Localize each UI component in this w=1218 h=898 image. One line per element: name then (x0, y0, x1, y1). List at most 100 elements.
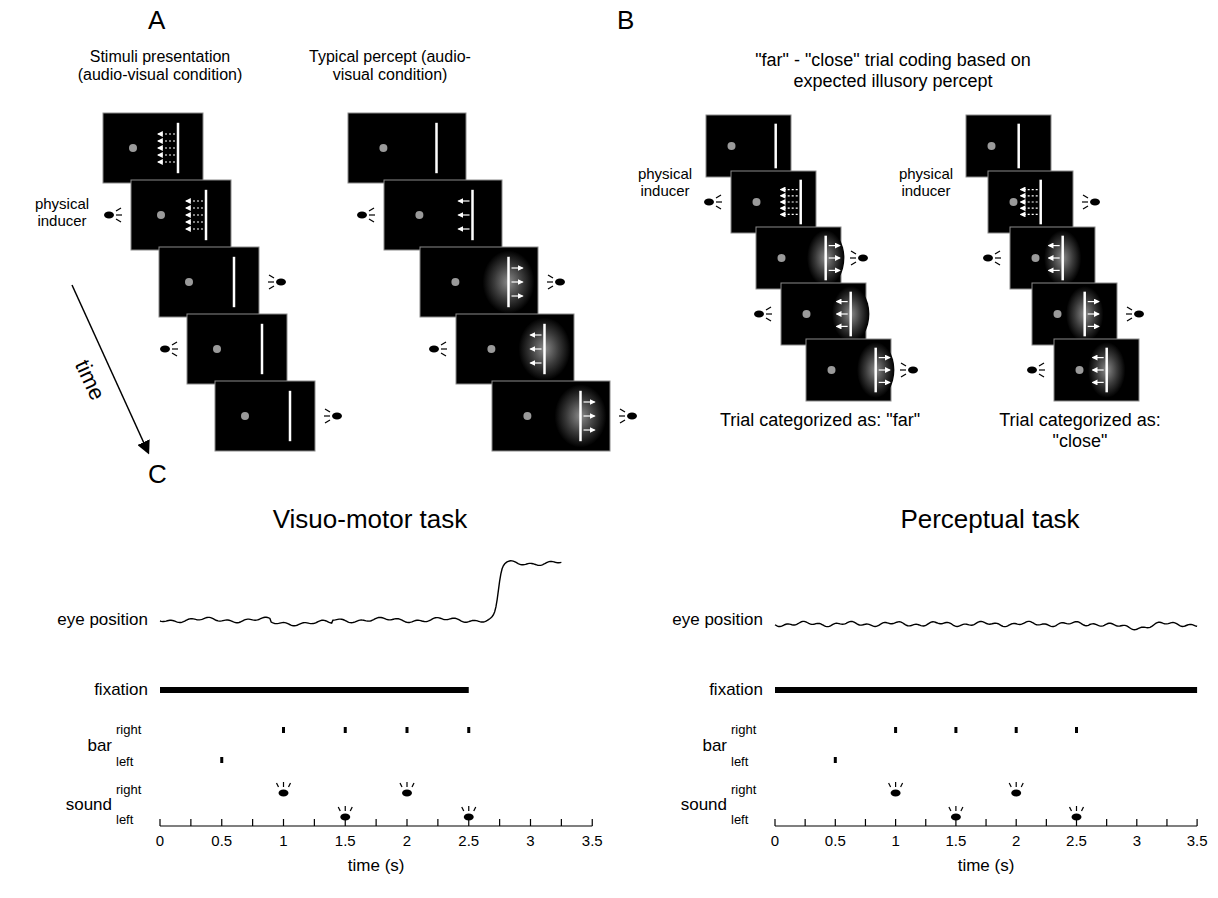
speaker-icon (754, 307, 772, 321)
bar-event (220, 757, 223, 763)
tick-label: 3.5 (1187, 832, 1208, 849)
axis-tick (1166, 819, 1167, 826)
row-label: sound (681, 795, 727, 815)
inducer-note: physical inducer (628, 165, 703, 200)
speaker-icon (1070, 806, 1084, 821)
panel-b-art (704, 115, 1144, 401)
speaker-icon (160, 342, 178, 356)
tick-label: 2 (1012, 832, 1020, 849)
axis-tick (865, 819, 866, 826)
axis-tick (252, 819, 253, 826)
display-screen (1054, 339, 1139, 401)
axis-tick (437, 819, 438, 826)
axis-tick (561, 819, 562, 826)
display-screen (966, 115, 1051, 177)
category-note: Trial categorized as: "close" (975, 410, 1185, 451)
channel-label: left (731, 813, 748, 828)
axis-tick (955, 819, 956, 826)
display-screen (348, 113, 466, 183)
speaker-icon (277, 782, 291, 797)
speaker-icon (704, 195, 722, 209)
axis-tick (805, 819, 806, 826)
display-screen (988, 171, 1073, 233)
bar-event (282, 727, 285, 733)
panel-letter: A (148, 6, 165, 36)
axis-tick (1046, 819, 1047, 826)
axis-tick (1016, 819, 1017, 826)
display-screen (215, 381, 315, 451)
row-label: eye position (57, 610, 148, 630)
column-title: Typical percept (audio-visual condition) (305, 48, 475, 85)
channel-label: right (116, 723, 141, 738)
display-screen (159, 247, 259, 317)
tick-label: 0 (771, 832, 779, 849)
display-screen (103, 113, 203, 183)
axis-tick (499, 819, 500, 826)
axis-tick (406, 819, 407, 826)
axis-tick (835, 819, 836, 826)
speaker-icon (547, 275, 565, 289)
category-note: Trial categorized as: "far" (715, 410, 925, 431)
speaker-icon (338, 806, 352, 821)
display-screen (420, 247, 538, 317)
channel-label: right (731, 783, 756, 798)
bar-event (467, 727, 470, 733)
tick-label: 0.5 (825, 832, 846, 849)
display-screen (781, 283, 869, 345)
inducer-note: physical inducer (22, 195, 102, 230)
fixation-bar (160, 687, 469, 693)
speaker-icon (1009, 782, 1023, 797)
tick-label: 3 (526, 832, 534, 849)
bar-event (894, 727, 897, 733)
speaker-icon (357, 208, 375, 222)
axis-tick (985, 819, 986, 826)
timeline-plot (775, 621, 1197, 826)
timeline-plot (160, 561, 592, 826)
bar-event (344, 727, 347, 733)
speaker-icon (400, 782, 414, 797)
speaker-icon (850, 251, 868, 265)
display-screen (131, 180, 231, 250)
speaker-icon (1126, 307, 1144, 321)
speaker-icon (1082, 195, 1100, 209)
tick-label: 1.5 (945, 832, 966, 849)
axis-tick (376, 819, 377, 826)
axis-tick (345, 819, 346, 826)
axis-tick (190, 819, 191, 826)
bar-event (406, 727, 409, 733)
bar-event (1015, 727, 1018, 733)
axis-tick (1196, 819, 1197, 826)
axis-tick (159, 819, 160, 826)
eye-trace (160, 561, 561, 626)
speaker-icon (889, 782, 903, 797)
bar-event (1075, 727, 1078, 733)
tick-label: 1 (279, 832, 287, 849)
axis-tick (314, 819, 315, 826)
panel-a-art (72, 113, 637, 452)
tick-label: 2.5 (458, 832, 479, 849)
display-screen (806, 339, 894, 401)
speaker-icon (462, 806, 476, 821)
speaker-icon (104, 208, 122, 222)
bar-event (834, 757, 837, 763)
speaker-icon (983, 251, 1001, 265)
time-label: time (70, 356, 110, 404)
speaker-icon (900, 363, 918, 377)
speaker-icon (619, 409, 637, 423)
channel-label: left (731, 755, 748, 770)
fixation-bar (775, 687, 1197, 693)
display-screen (1032, 283, 1117, 345)
axis-tick (530, 819, 531, 826)
bar-event (954, 727, 957, 733)
channel-label: left (116, 813, 133, 828)
speaker-icon (429, 342, 447, 356)
panel-letter: C (148, 460, 167, 490)
axis-tick (895, 819, 896, 826)
axis-tick (592, 819, 593, 826)
tick-label: 3.5 (582, 832, 603, 849)
inducer-note: physical inducer (889, 165, 964, 200)
axis-tick (1106, 819, 1107, 826)
display-screen (706, 115, 791, 177)
display-screen (187, 314, 287, 384)
